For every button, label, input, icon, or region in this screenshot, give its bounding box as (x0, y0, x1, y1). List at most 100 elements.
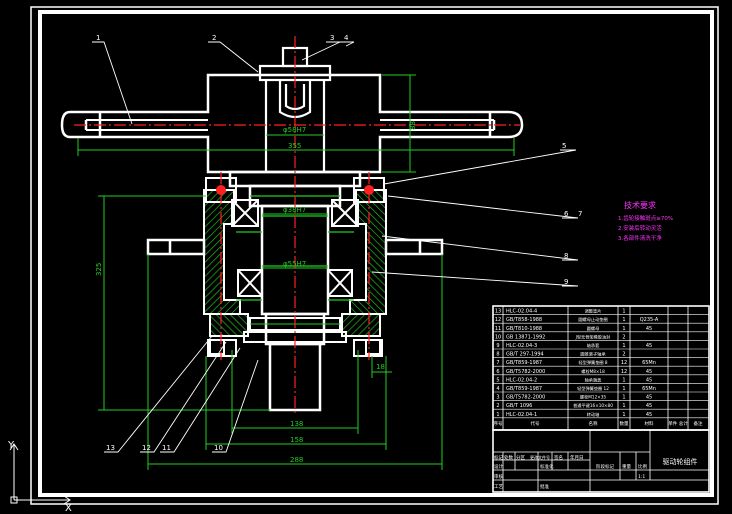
dim-18: 18 (376, 363, 385, 371)
parts-cell-no: 4 (496, 386, 499, 392)
bearing-bottom (209, 269, 381, 355)
title-block-process: 工艺 (494, 484, 503, 490)
notes-line-3: 3.各部件清洗干净 (618, 234, 662, 242)
parts-cell-no: 3 (496, 395, 499, 401)
title-block-stage: 阶段标记 (596, 463, 614, 470)
parts-cell-no: 12 (495, 317, 501, 323)
balloon-9: 9 (564, 278, 568, 286)
balloon-2: 2 (212, 34, 216, 42)
handle-bar (60, 73, 524, 174)
parts-cell-mat: 45 (646, 343, 652, 349)
parts-header-remark: 备注 (694, 420, 703, 427)
dim-325: 325 (95, 263, 103, 276)
balloon-13: 13 (106, 444, 115, 452)
parts-cell-no: 8 (496, 352, 499, 358)
parts-header-qty: 数量 (620, 420, 629, 427)
parts-cell-qty: 12 (621, 360, 627, 366)
parts-cell-qty: 1 (622, 377, 625, 383)
title-block-standard: 标准化 (540, 463, 554, 470)
parts-cell-code: HLC-02.04-4 (506, 309, 537, 315)
parts-cell-code: GB/T859-1987 (506, 386, 542, 392)
parts-cell-qty: 1 (622, 412, 625, 418)
title-block-design: 设计 (494, 463, 503, 470)
balloon-6: 6 (564, 210, 569, 218)
dim-top-bore: φ58H7 (283, 126, 306, 134)
parts-cell-no: 13 (495, 309, 501, 315)
parts-cell-mat: 45 (646, 326, 652, 332)
parts-cell-name: 轻型弹簧垫圈 12 (577, 385, 609, 392)
parts-cell-no: 6 (496, 369, 499, 375)
parts-cell-name: 轴承套 (587, 342, 600, 349)
parts-cell-name: 调整垫片 (585, 308, 602, 315)
ucs-icon (9, 443, 71, 505)
parts-cell-mat: 45 (646, 412, 652, 418)
parts-cell-mat: 65Mn (642, 360, 656, 366)
centerlines (74, 36, 520, 416)
parts-cell-name: J型无骨架橡胶油封 (575, 333, 611, 340)
title-block-review: 审核 (494, 473, 503, 480)
parts-cell-name: 螺栓M12×35 (580, 394, 606, 401)
parts-cell-qty: 2 (622, 352, 625, 358)
parts-cell-code: GB/T5782-2000 (506, 369, 545, 375)
parts-cell-qty: 1 (622, 317, 625, 323)
balloon-12: 12 (142, 444, 151, 452)
parts-cell-name: 轴承端盖 (585, 376, 602, 383)
parts-cell-code: GB/T 297-1994 (506, 352, 544, 358)
balloon-4: 4 (344, 34, 349, 42)
notes-line-1: 1.齿轮接触斑点≥70% (618, 214, 673, 222)
parts-cell-code: GB/T859-1987 (506, 360, 542, 366)
parts-cell-code: GB/T858-1988 (506, 317, 542, 323)
parts-cell-code: GB 13871-1992 (506, 334, 545, 340)
parts-cell-name: 转动轴 (587, 411, 600, 418)
parts-cell-mat: 45 (646, 403, 652, 409)
title-block-approve: 批准 (540, 483, 549, 490)
parts-cell-mat: Q235-A (640, 317, 659, 323)
title-block-scale-label: 比例 (638, 463, 647, 470)
balloon-5: 5 (562, 142, 566, 150)
title-block-frame (492, 429, 710, 493)
title-block-date: 年月日 (570, 454, 584, 461)
dim-158: 158 (290, 436, 303, 444)
dim-inner-1: φ38H7 (283, 206, 306, 214)
parts-cell-no: 7 (496, 360, 499, 366)
title-block-title: 驱动轮组件 (663, 457, 698, 466)
parts-header-no: 序号 (494, 420, 503, 427)
parts-cell-name: 圆锥滚子轴承 (580, 351, 606, 358)
parts-cell-no: 9 (496, 343, 499, 349)
parts-header-code: 代号 (531, 420, 540, 427)
parts-cell-code: GB/T810-1988 (506, 326, 542, 332)
dim-288: 288 (290, 456, 303, 464)
parts-cell-mat: 65Mn (642, 386, 656, 392)
parts-cell-no: 5 (496, 377, 499, 383)
parts-cell-code: HLC-02.04-2 (506, 377, 537, 383)
parts-cell-qty: 1 (622, 395, 625, 401)
dim-138: 138 (290, 420, 303, 428)
inner-frame (38, 10, 714, 497)
title-block-mark: 标记 (494, 454, 503, 461)
parts-header-name: 名称 (589, 420, 598, 427)
parts-cell-no: 2 (496, 403, 499, 409)
title-block-scale: 1:1 (638, 474, 645, 480)
parts-cell-qty: 1 (622, 343, 625, 349)
dim-inner-2: φ55H7 (283, 260, 306, 268)
title-block-sign: 签名 (554, 454, 563, 461)
outer-border (30, 6, 719, 505)
bearing-top (205, 177, 385, 227)
title-block-count: 处数 (504, 454, 513, 461)
parts-cell-mat: 45 (646, 377, 652, 383)
parts-cell-qty: 1 (622, 309, 625, 315)
parts-cell-name: 螺栓M8×18 (581, 368, 605, 375)
title-block-weight: 重量 (622, 463, 631, 470)
parts-cell-name: 圆螺母 (587, 325, 600, 332)
parts-cell-no: 10 (495, 334, 501, 340)
parts-cell-qty: 1 (622, 403, 625, 409)
parts-header-mat: 材料 (645, 420, 654, 427)
shaft-section-view (60, 36, 524, 416)
balloon-1: 1 (96, 34, 100, 42)
balloon-3: 3 (330, 34, 334, 42)
parts-cell-qty: 12 (621, 369, 627, 375)
balloon-11: 11 (162, 444, 171, 452)
notes-title: 技术要求 (624, 200, 656, 210)
